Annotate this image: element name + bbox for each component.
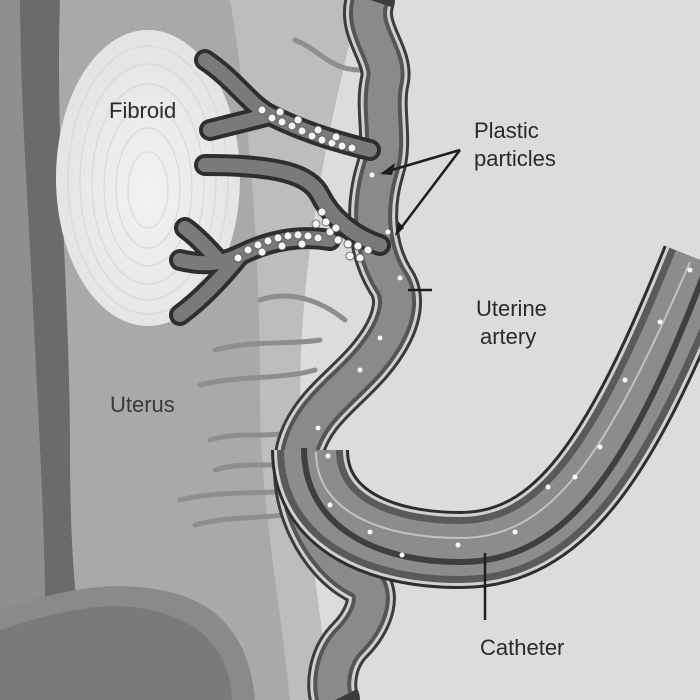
label-plastic-particles-line2: particles: [474, 146, 556, 171]
label-catheter: Catheter: [480, 635, 565, 660]
uterus-left-wall: [0, 0, 45, 620]
plastic-particles-clustered: [233, 105, 373, 263]
uterine-cavity: [20, 0, 80, 620]
cervix-shadow: [0, 606, 232, 700]
label-plastic-particles-line1: Plastic: [474, 118, 539, 143]
fibroid-rings: [67, 45, 229, 315]
particles-arrow-1: [384, 148, 461, 174]
plastic-particles-flowing: [315, 172, 693, 558]
label-uterine-artery-line1: Uterine: [476, 296, 547, 321]
pelvic-space: [373, 0, 700, 700]
uterine-artery: [273, 0, 422, 700]
label-uterus: Uterus: [110, 392, 175, 417]
particles-arrow-2: [397, 149, 461, 233]
label-fibroid: Fibroid: [109, 98, 177, 123]
leader-lines: [384, 148, 487, 620]
label-uterine-artery-line2: artery: [480, 324, 537, 349]
catheter: [271, 245, 700, 590]
arrowheads: [380, 163, 404, 236]
